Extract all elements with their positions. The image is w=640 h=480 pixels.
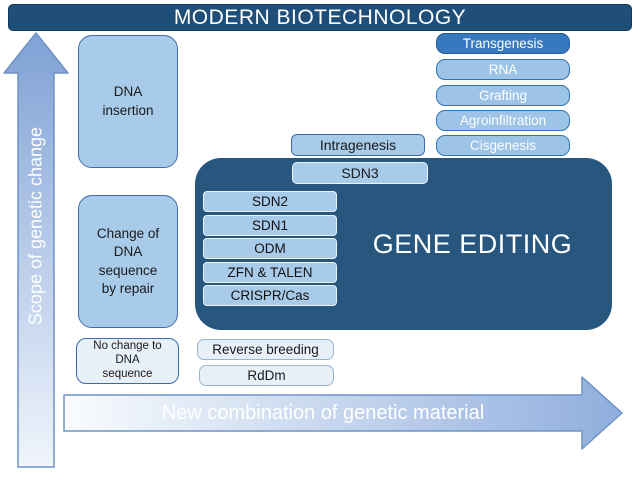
title-banner: MODERN BIOTECHNOLOGY	[8, 4, 632, 31]
technique-box-rna: RNA	[436, 59, 570, 80]
technique-box-intragenesis: Intragenesis	[291, 134, 425, 156]
technique-box-crispr-cas: CRISPR/Cas	[203, 285, 337, 306]
technique-box-reverse-breeding: Reverse breeding	[197, 339, 334, 360]
category-box-change-by-repair: Change of DNA sequence by repair	[78, 195, 178, 328]
technique-box-zfn-talen: ZFN & TALEN	[203, 262, 337, 283]
up-arrow-shape	[3, 32, 69, 468]
category-box-no-change: No change to DNA sequence	[76, 338, 179, 384]
horizontal-combination-arrow	[63, 376, 623, 450]
technique-box-grafting: Grafting	[436, 85, 570, 106]
technique-box-transgenesis: Transgenesis	[436, 33, 570, 54]
horizontal-axis-label: New combination of genetic material	[161, 402, 485, 424]
vertical-axis-label: Scope of genetic change	[25, 126, 46, 326]
category-box-dna-insertion: DNA insertion	[78, 35, 178, 168]
technique-box-cisgenesis: Cisgenesis	[436, 135, 570, 156]
technique-box-sdn1: SDN1	[203, 215, 337, 236]
technique-box-sdn2: SDN2	[203, 191, 337, 212]
technique-box-rddm: RdDm	[199, 365, 334, 386]
gene-editing-title: GENE EDITING	[372, 228, 573, 259]
technique-box-agroinfiltration: Agroinfiltration	[436, 110, 570, 131]
right-arrow-shape	[63, 376, 623, 450]
technique-box-sdn3: SDN3	[292, 162, 428, 184]
technique-box-odm: ODM	[203, 238, 337, 259]
vertical-scope-arrow	[3, 32, 69, 468]
